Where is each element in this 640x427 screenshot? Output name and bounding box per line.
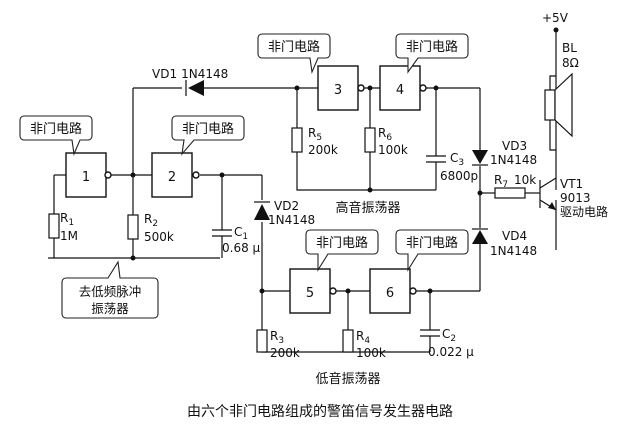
r1-value: 1M	[60, 229, 78, 243]
c1-value: 0.68 μ	[222, 241, 261, 255]
resistor-r7: R7 10k	[494, 173, 536, 199]
diode-vd3: VD3 1N4148	[472, 139, 537, 167]
resistor-r6: R6 100k	[364, 126, 408, 157]
c2-value: 0.022 μ	[428, 345, 474, 359]
not-gate-4: 4	[379, 65, 427, 111]
resistor-r1: R1 1M	[48, 211, 78, 243]
gate-callout-text: 非门电路	[406, 39, 458, 55]
resistor-r5: R5 200k	[291, 126, 338, 157]
not-gate-5: 5	[289, 268, 337, 314]
c3-label: C3	[450, 151, 464, 168]
r2-value: 500k	[144, 230, 174, 244]
gate-callout-text: 非门电路	[316, 235, 368, 251]
callout-gate-3: 非门电路	[257, 33, 331, 75]
r5-label: R5	[308, 126, 322, 143]
low-freq-pulse-label: 振荡器	[91, 301, 129, 316]
r5-value: 200k	[308, 143, 338, 157]
low-tone-label: 低音振荡器	[315, 371, 380, 387]
c2-label: C2	[442, 327, 456, 344]
vt1-part: 9013	[560, 191, 591, 205]
gate-callout-text: 非门电路	[182, 121, 234, 137]
not-gate-6: 6	[369, 268, 417, 314]
vd3-ref: VD3	[502, 139, 527, 153]
junction	[367, 85, 373, 91]
high-tone-label: 高音振荡器	[335, 200, 400, 216]
not-gate-2: 2	[151, 152, 200, 198]
vd4-ref: VD4	[502, 229, 527, 243]
junction	[130, 255, 136, 261]
capacitor-c1: C1 0.68 μ	[212, 225, 261, 255]
gate-callout-text: 非门电路	[406, 235, 458, 251]
junction	[427, 288, 433, 294]
r6-label: R6	[378, 126, 392, 143]
not-gate-3: 3	[317, 65, 365, 111]
c1-label: C1	[234, 225, 248, 242]
r4-value: 100k	[356, 346, 386, 360]
not-gate-1: 1	[65, 152, 112, 198]
junction	[259, 288, 265, 294]
low-freq-pulse-label: 去低频脉冲	[79, 284, 142, 299]
vd2-part: 1N4148	[268, 213, 315, 227]
r6-value: 100k	[378, 143, 408, 157]
callout-low-freq-pulse: 去低频脉冲 振荡器	[61, 260, 159, 319]
r1-label: R1	[60, 211, 74, 228]
vd3-part: 1N4148	[490, 153, 537, 167]
r7-label: R7	[494, 173, 508, 190]
vd4-part: 1N4148	[490, 244, 537, 258]
vt1-ref: VT1	[560, 177, 583, 191]
bl-ref: BL	[562, 41, 577, 55]
bl-value: 8Ω	[562, 56, 579, 70]
vd2-ref: VD2	[274, 199, 299, 213]
gate-number: 6	[386, 286, 394, 301]
junction	[219, 172, 225, 178]
r3-value: 200k	[270, 346, 300, 360]
gate-number: 5	[306, 286, 314, 301]
junction	[477, 190, 483, 196]
gate-number: 3	[334, 83, 342, 98]
callout-gate-1: 非门电路	[19, 115, 93, 157]
gate-callout-text: 非门电路	[30, 121, 82, 137]
callout-gate-2: 非门电路	[171, 115, 245, 156]
r7-value: 10k	[514, 173, 536, 187]
speaker-bl: BL 8Ω	[544, 41, 579, 151]
callout-gate-6: 非门电路	[395, 229, 469, 272]
gate-number: 1	[82, 170, 90, 185]
vt1-desc: 驱动电路	[560, 204, 608, 219]
r2-label: R2	[144, 212, 158, 229]
capacitor-c3: C3 6800p	[426, 151, 478, 183]
wires	[48, 30, 557, 353]
r4-label: R4	[356, 329, 370, 346]
gate-number: 4	[396, 83, 404, 98]
c3-value: 6800p	[440, 169, 478, 183]
resistor-r4: R4 100k	[342, 329, 386, 360]
junction	[294, 85, 300, 91]
resistor-r2: R2 500k	[127, 212, 174, 244]
diode-vd2: VD2 1N4148	[254, 199, 315, 227]
junction	[433, 85, 439, 91]
supply-label: +5V	[542, 11, 569, 25]
junction	[130, 172, 136, 178]
gate-callout-text: 非门电路	[268, 39, 320, 55]
callout-gate-4: 非门电路	[395, 33, 469, 74]
capacitor-c2: C2 0.022 μ	[420, 327, 474, 359]
junctions	[130, 27, 559, 294]
callout-gate-5: 非门电路	[305, 229, 379, 272]
diode-vd4: VD4 1N4148	[472, 228, 537, 258]
r3-label: R3	[270, 329, 284, 346]
diagram-caption: 由六个非门电路组成的警笛信号发生器电路	[187, 404, 453, 420]
junction	[367, 187, 373, 193]
junction	[553, 27, 559, 33]
junction	[345, 288, 351, 294]
transistor-vt1: VT1 9013 驱动电路	[539, 177, 608, 219]
gate-number: 2	[168, 170, 176, 185]
resistor-r3: R3 200k	[256, 329, 300, 360]
